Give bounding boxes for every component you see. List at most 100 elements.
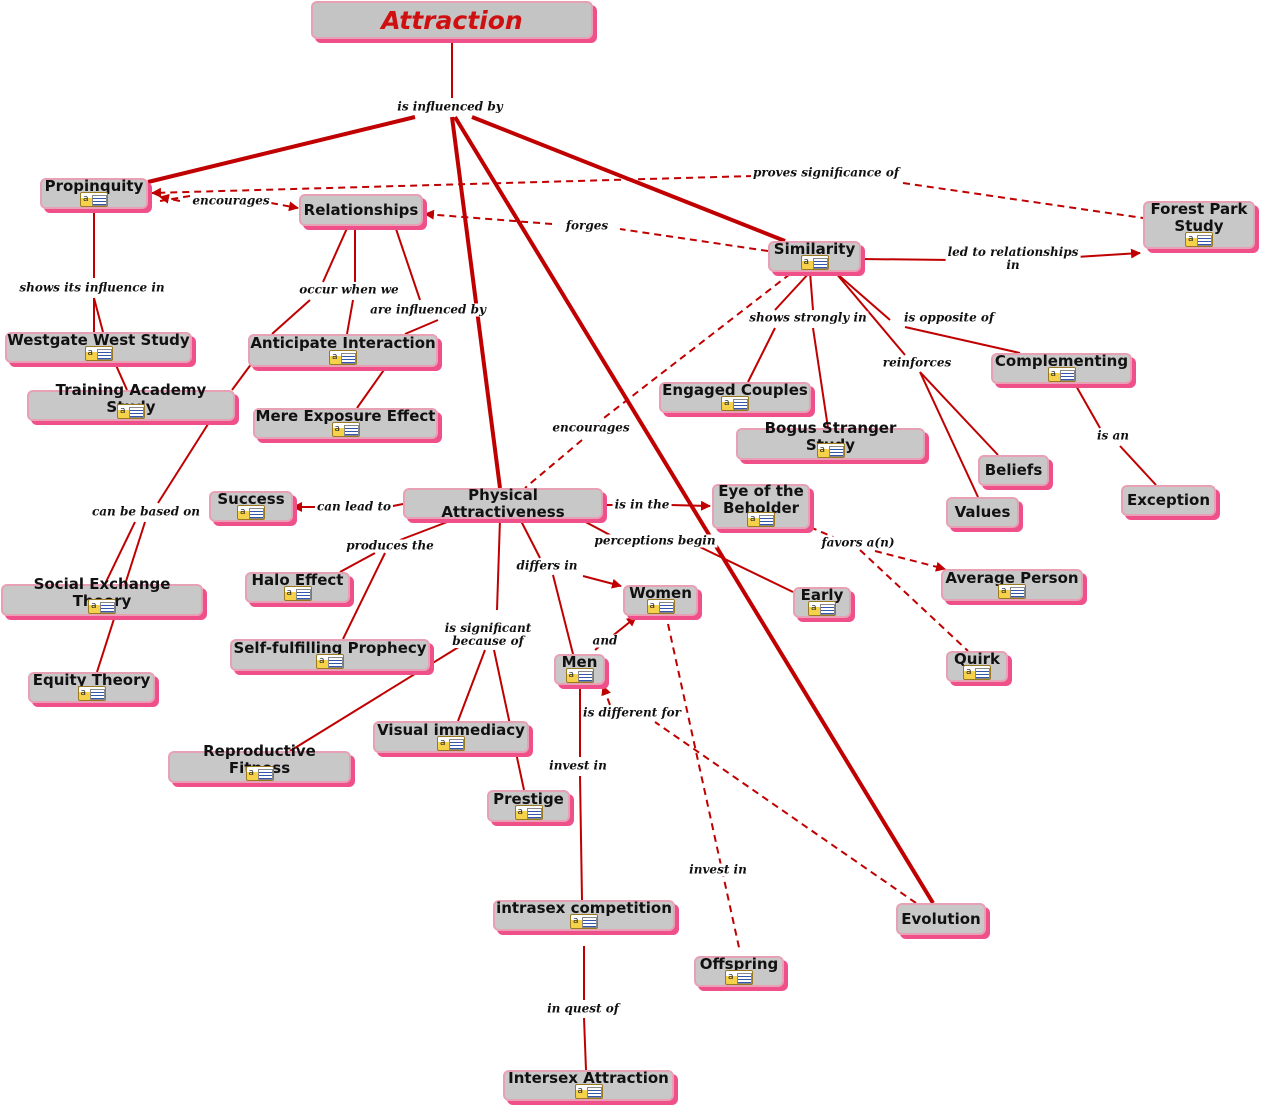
link-line <box>270 201 299 212</box>
linking-phrase[interactable]: produces the <box>344 538 436 553</box>
link-line <box>342 552 386 640</box>
linking-phrase[interactable]: forges <box>563 218 611 233</box>
note-icon[interactable]: a <box>1047 367 1076 382</box>
concept-values[interactable]: Values <box>946 497 1019 528</box>
note-icon[interactable]: a <box>816 443 845 458</box>
linking-phrase[interactable]: encourages <box>550 420 632 435</box>
concept-similarity[interactable]: Similarity <box>768 241 861 272</box>
linking-phrase[interactable]: is in the <box>612 497 672 512</box>
note-icon[interactable]: a <box>245 766 274 781</box>
note-icon[interactable]: a <box>565 668 594 683</box>
note-icon[interactable]: a <box>84 346 113 361</box>
note-lines-glyph <box>526 808 542 819</box>
note-letter-glyph: a <box>440 738 446 748</box>
note-icon[interactable]: a <box>329 350 357 365</box>
linking-phrase[interactable]: can be based on <box>89 504 203 519</box>
note-icon[interactable]: a <box>316 654 344 669</box>
linking-phrase[interactable]: are influenced by <box>368 302 488 317</box>
note-icon[interactable]: a <box>514 805 543 820</box>
concept-physical[interactable]: Physical Attractiveness <box>403 486 603 520</box>
concept-relationships[interactable]: Relationships <box>299 194 423 226</box>
concept-label: Success <box>217 490 285 508</box>
linking-phrase[interactable]: is significant because of <box>442 621 534 648</box>
note-icon[interactable]: a <box>800 255 829 270</box>
note-icon[interactable]: a <box>80 192 108 207</box>
concept-label: Westgate West Study <box>7 331 190 349</box>
note-icon[interactable]: a <box>998 584 1026 599</box>
concept-label: Propinquity <box>44 177 144 195</box>
linking-phrase[interactable]: differs in <box>514 558 580 573</box>
note-icon[interactable]: a <box>808 601 836 616</box>
note-icon[interactable]: a <box>646 599 675 614</box>
concept-label: Quirk <box>954 650 1000 668</box>
concept-anticipate[interactable]: Anticipate Interaction <box>248 334 438 367</box>
concept-attraction[interactable]: Attraction <box>311 1 593 39</box>
linking-phrase[interactable]: perceptions begin <box>592 533 718 548</box>
link-line <box>104 521 136 585</box>
concept-intrasex[interactable]: intrasex competition <box>493 900 675 931</box>
link-line <box>583 1017 587 1071</box>
note-icon[interactable]: a <box>721 396 749 411</box>
note-letter-glyph: a <box>1050 369 1057 379</box>
linking-phrase[interactable]: shows strongly in <box>747 310 869 325</box>
concept-label: Relationships <box>303 200 419 219</box>
concept-beliefs[interactable]: Beliefs <box>978 455 1049 486</box>
concept-label: Social Exchange Theory <box>33 575 171 610</box>
note-lines-glyph <box>1197 235 1212 246</box>
link-line <box>1075 248 1141 259</box>
note-icon[interactable]: a <box>963 665 991 680</box>
note-letter-glyph: a <box>319 656 325 666</box>
note-icon[interactable]: a <box>1185 232 1213 247</box>
linking-phrase[interactable]: occur when we <box>297 282 401 297</box>
linking-phrase[interactable]: encourages <box>190 193 272 208</box>
note-icon[interactable]: a <box>437 736 465 751</box>
concept-label: intrasex competition <box>496 899 672 917</box>
link-line <box>424 209 553 225</box>
note-lines-glyph <box>92 195 107 206</box>
linking-phrase[interactable]: is influenced by <box>395 99 505 114</box>
concept-label: Beliefs <box>984 461 1043 479</box>
linking-phrase[interactable]: reinforces <box>880 355 954 370</box>
note-letter-glyph: a <box>334 424 341 434</box>
linking-phrase[interactable]: is opposite of <box>901 310 997 325</box>
linking-phrase[interactable]: is an <box>1095 428 1131 443</box>
note-lines-glyph <box>96 349 112 360</box>
concept-label: Prestige <box>493 789 564 808</box>
note-icon[interactable]: a <box>283 586 312 601</box>
linking-phrase[interactable]: in quest of <box>545 1001 621 1016</box>
note-icon[interactable]: a <box>331 422 360 437</box>
note-icon[interactable]: a <box>88 599 116 614</box>
concept-label: Women <box>629 584 692 602</box>
concept-equity[interactable]: Equity Theory <box>28 672 155 703</box>
link-line <box>859 549 969 652</box>
linking-phrase[interactable]: invest in <box>687 862 749 877</box>
link-line <box>231 362 253 391</box>
linking-phrase[interactable]: proves significance of <box>750 165 902 180</box>
link-line <box>552 574 574 655</box>
linking-phrase[interactable]: shows its influence in <box>17 280 167 295</box>
note-icon[interactable]: a <box>117 404 145 419</box>
note-icon[interactable]: a <box>570 914 598 929</box>
linking-phrase[interactable]: favors a(n) <box>819 535 897 550</box>
link-line <box>919 371 979 498</box>
note-icon[interactable]: a <box>725 970 753 985</box>
concept-label: Halo Effect <box>251 571 344 589</box>
concept-label: Values <box>954 503 1011 521</box>
note-icon[interactable]: a <box>747 512 775 527</box>
note-letter-glyph: a <box>803 257 810 267</box>
concept-evolution[interactable]: Evolution <box>896 903 986 935</box>
note-letter-glyph: a <box>1001 586 1007 596</box>
note-lines-glyph <box>449 739 464 750</box>
link-line <box>394 225 421 301</box>
concept-exception[interactable]: Exception <box>1121 485 1216 516</box>
linking-phrase[interactable]: invest in <box>547 758 609 773</box>
linking-phrase[interactable]: led to relationships in <box>945 245 1081 272</box>
note-icon[interactable]: a <box>237 505 265 520</box>
link-line <box>902 182 1144 219</box>
note-icon[interactable]: a <box>574 1084 603 1099</box>
linking-phrase[interactable]: and <box>590 633 620 648</box>
linking-phrase[interactable]: can lead to <box>314 499 394 514</box>
note-icon[interactable]: a <box>77 686 106 701</box>
linking-phrase[interactable]: is different for <box>581 705 683 720</box>
note-letter-glyph: a <box>80 688 87 698</box>
